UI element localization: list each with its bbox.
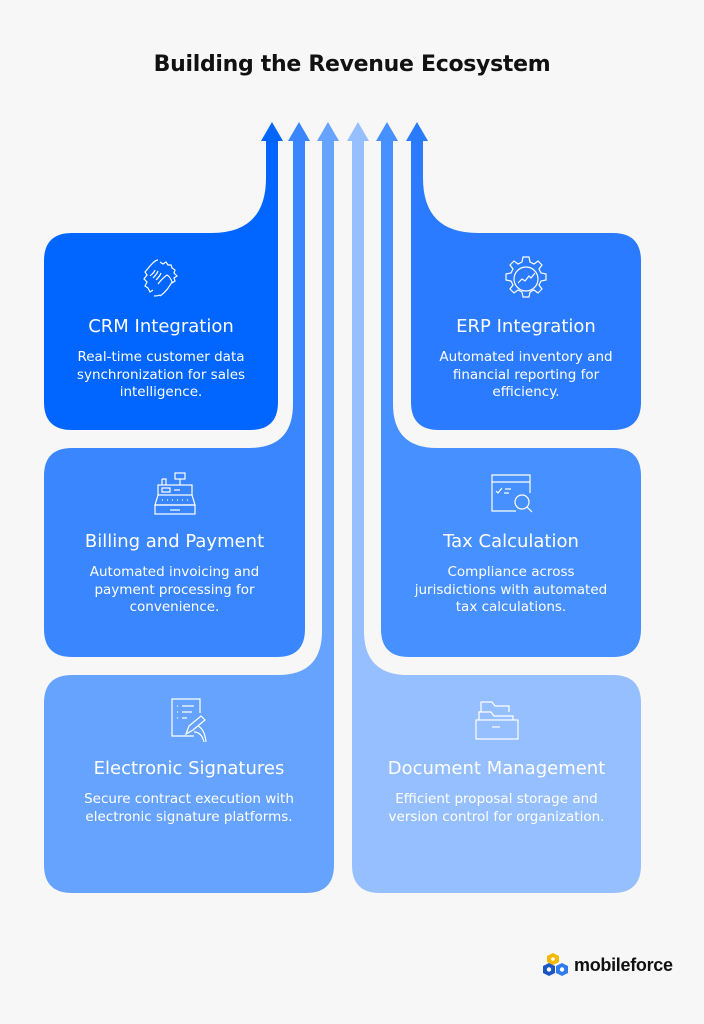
arrow-card-documents	[347, 122, 641, 893]
arrowhead	[317, 122, 339, 141]
card-title: ERP Integration	[456, 316, 596, 337]
arrow-card-erp	[406, 122, 641, 430]
card-signatures: Electronic Signatures Secure contract ex…	[44, 696, 334, 826]
arrow-card-crm	[44, 122, 283, 430]
arrow-card-tax	[376, 122, 641, 657]
cash-register-icon	[153, 472, 196, 515]
card-shape	[44, 140, 278, 430]
card-description: Automated inventory and financial report…	[439, 349, 613, 400]
logo-text: mobileforce	[574, 954, 673, 975]
file-drawer-icon	[474, 701, 519, 740]
card-shape	[352, 140, 641, 893]
card-billing: Billing and Payment Automated invoicing …	[44, 469, 305, 617]
card-title: Document Management	[387, 758, 606, 779]
arrowhead	[406, 122, 428, 141]
card-shape	[411, 140, 641, 430]
card-title: Electronic Signatures	[93, 758, 285, 779]
gear-chart-icon	[505, 256, 547, 298]
arrowhead	[288, 122, 310, 141]
page-title: Building the Revenue Ecosystem	[153, 52, 551, 77]
card-shape	[381, 140, 641, 657]
arrow-card-billing	[44, 122, 310, 657]
card-title: Billing and Payment	[84, 531, 265, 552]
arrow-card-signatures	[44, 122, 339, 893]
arrowhead	[347, 122, 369, 141]
card-description: Real-time customer data synchronization …	[76, 349, 246, 400]
arrowhead	[376, 122, 398, 141]
card-erp: ERP Integration Automated inventory and …	[411, 254, 641, 402]
card-description: Automated invoicing and payment processi…	[89, 564, 260, 615]
tax-search-icon	[491, 474, 533, 513]
card-description: Compliance across jurisdictions with aut…	[414, 564, 608, 615]
card-title: Tax Calculation	[443, 531, 579, 552]
handshake-gears-icon	[143, 259, 178, 297]
document-signing-icon	[171, 698, 207, 743]
card-title: CRM Integration	[88, 316, 234, 337]
card-description: Secure contract execution with electroni…	[84, 791, 294, 825]
card-description: Efficient proposal storage and version c…	[388, 791, 605, 825]
arrowhead	[261, 122, 283, 141]
card-shape	[44, 140, 334, 893]
mobileforce-logo-icon	[543, 953, 568, 976]
card-crm: CRM Integration Real-time customer data …	[44, 254, 278, 402]
card-documents: Document Management Efficient proposal s…	[352, 696, 641, 826]
card-tax: Tax Calculation Compliance across jurisd…	[381, 469, 641, 617]
mobileforce-logo: mobileforce	[542, 951, 673, 979]
card-shape	[44, 140, 305, 657]
